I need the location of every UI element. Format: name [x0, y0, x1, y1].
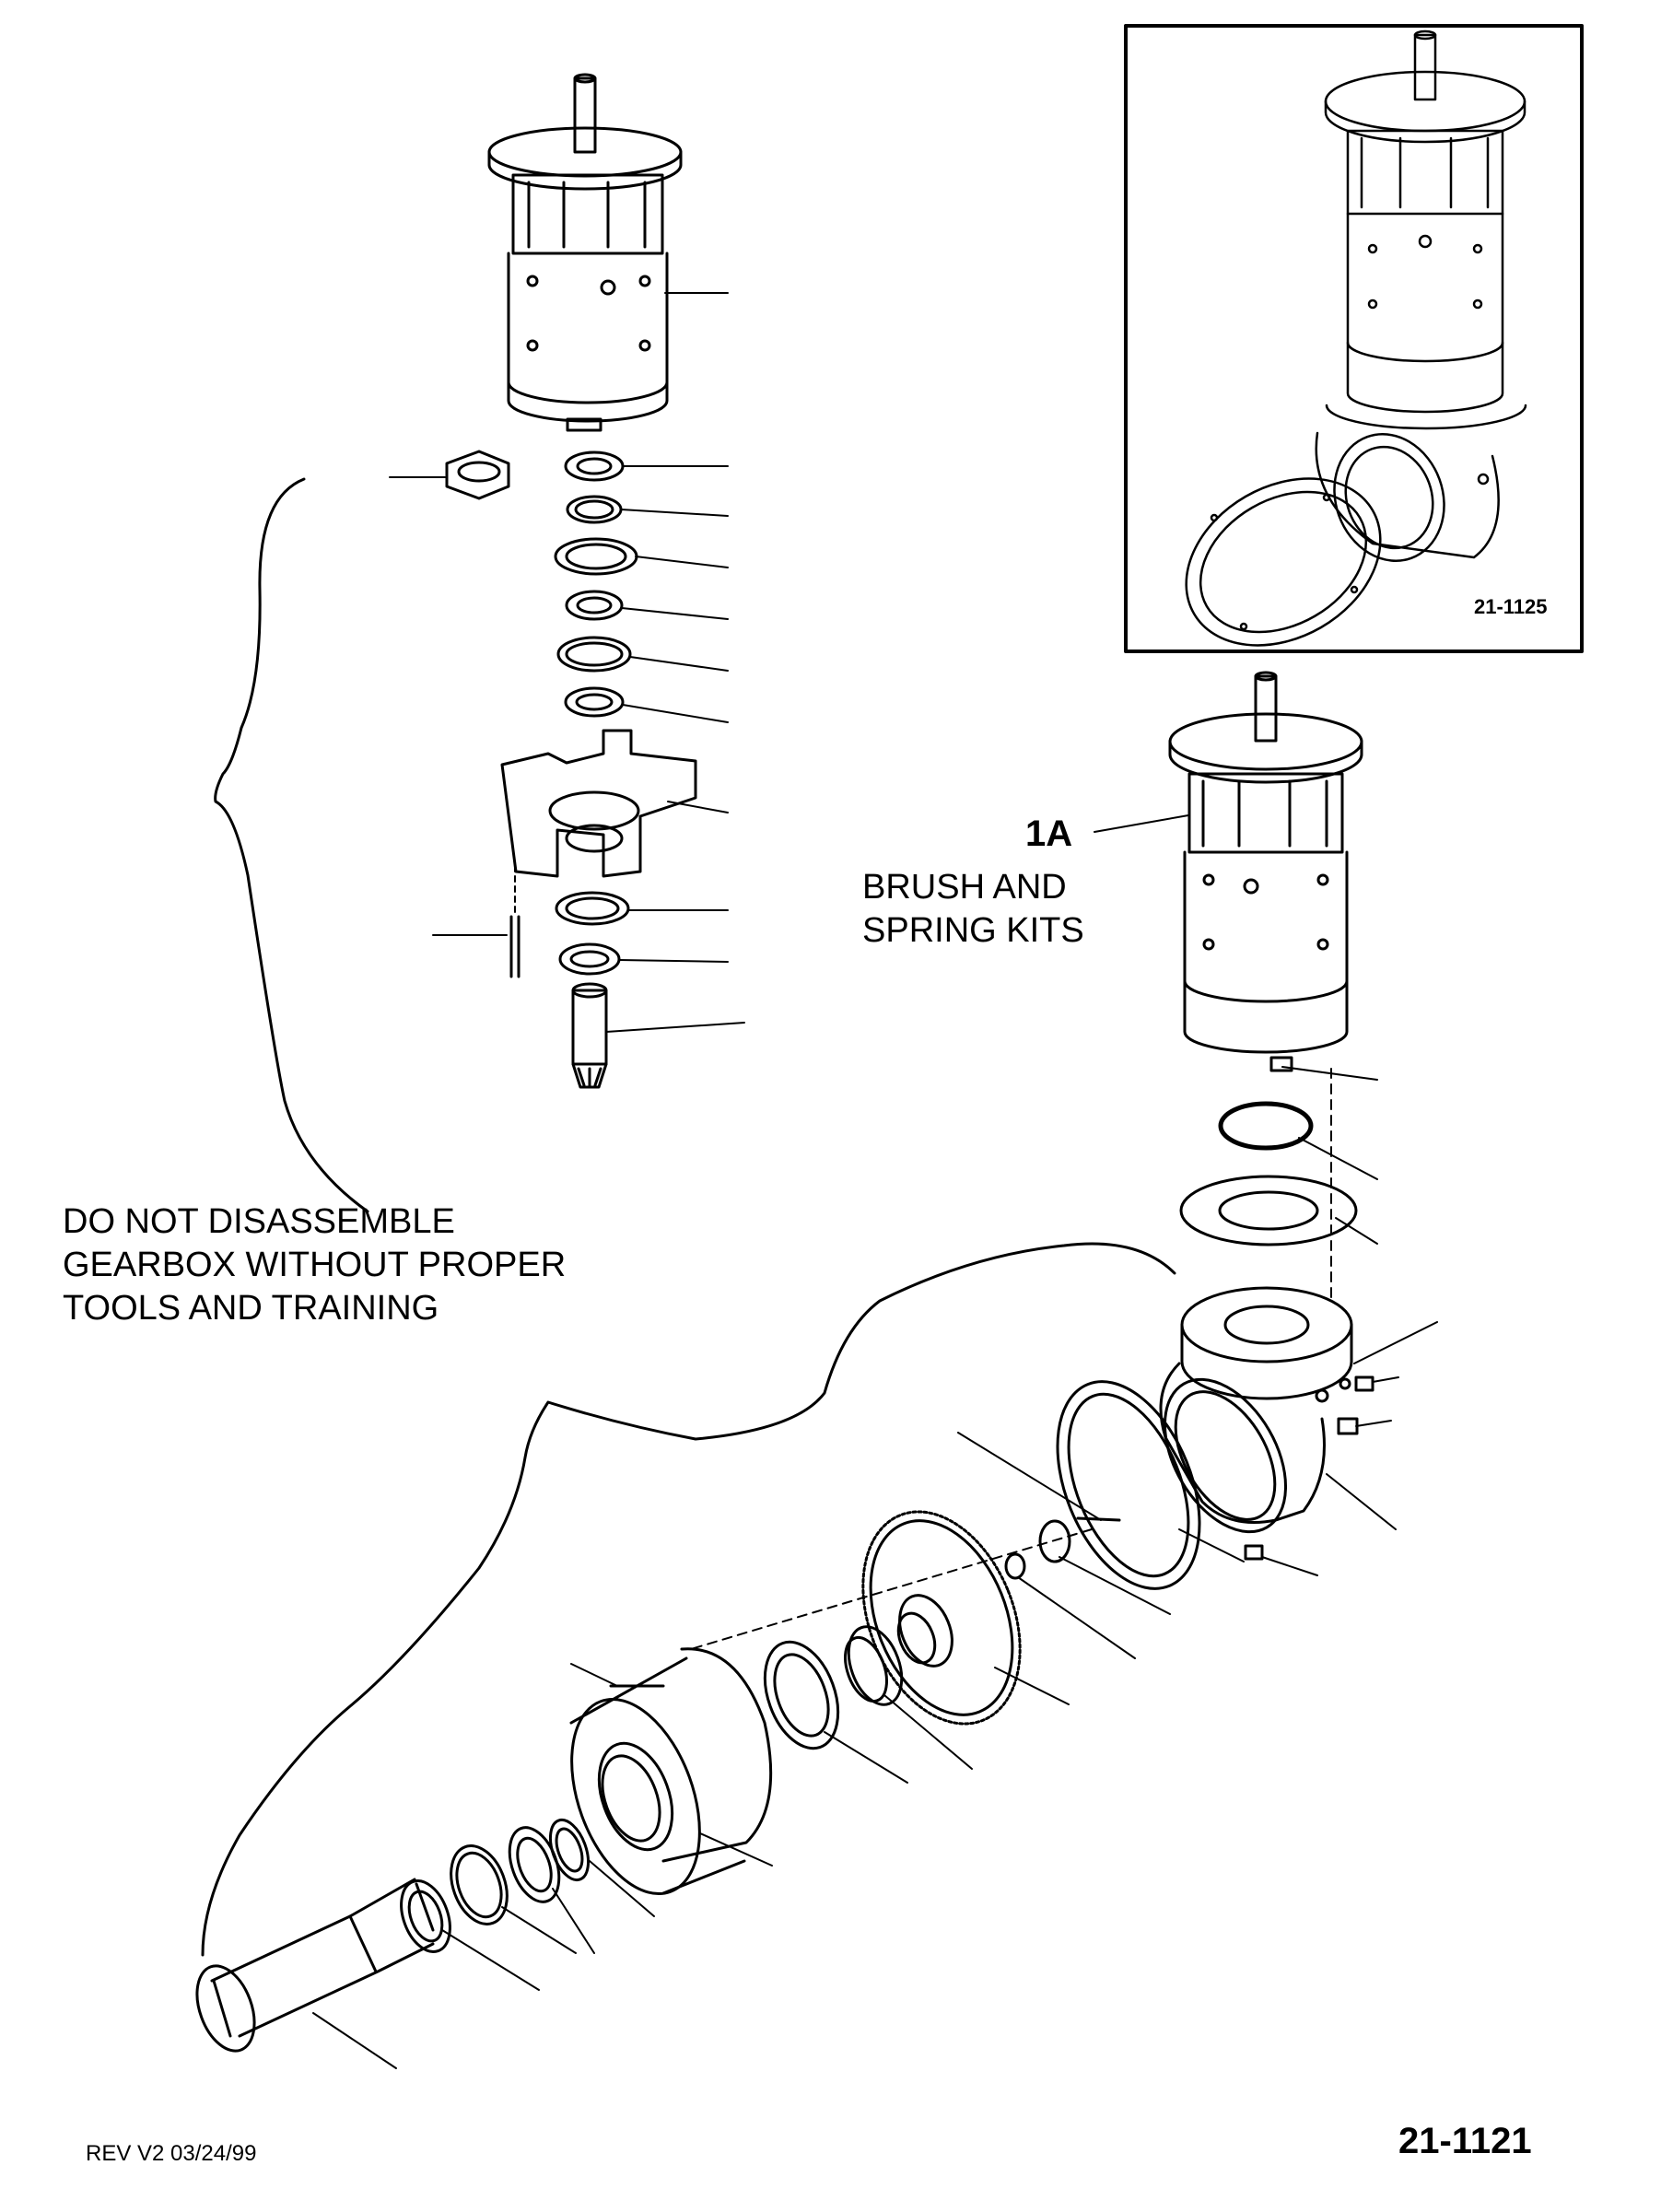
gasket-icon: [1185, 477, 1382, 647]
gasket-icon: [1179, 1175, 1358, 1246]
bearing-icon: [554, 451, 638, 976]
callout-description: BRUSH AND SPRING KITS: [862, 866, 1084, 953]
inset-panel: [1124, 24, 1584, 653]
motor-assembly-icon: [487, 73, 683, 432]
washer-icon: [1004, 1516, 1121, 1580]
callout-line-2: SPRING KITS: [862, 911, 1084, 950]
callout-item-number: 1A: [1025, 813, 1073, 854]
bearing-icon: [763, 1625, 904, 1750]
brace: [214, 477, 369, 1213]
motor-assembly-icon: [1168, 671, 1363, 1072]
warning-line-3: TOOLS AND TRAINING: [63, 1289, 439, 1328]
pinion-shaft-icon: [571, 982, 608, 1089]
bolt-icon: [509, 865, 521, 978]
flange-icon: [569, 1647, 773, 1896]
gasket-icon: [1056, 1380, 1201, 1590]
alignment-lines: [690, 1068, 1332, 1650]
warning-line-2: GEARBOX WITHOUT PROPER: [63, 1246, 567, 1284]
leader-lines-upper: [389, 292, 745, 1033]
revision-label: REV V2 03/24/99: [86, 2141, 257, 2166]
ring-gear-icon: [861, 1510, 1022, 1726]
warning-line-1: DO NOT DISASSEMBLE: [63, 1202, 455, 1241]
leader-lines-lower: [312, 814, 1438, 2069]
warning-note: DO NOT DISASSEMBLE GEARBOX WITHOUT PROPE…: [63, 1200, 566, 1330]
gearbox-housing-icon: [500, 729, 697, 878]
inset-figure-number: 21-1125: [1474, 595, 1548, 618]
o-ring-icon: [1218, 1101, 1314, 1151]
brace: [201, 1242, 1176, 1957]
callout-line-1: BRUSH AND: [862, 868, 1067, 907]
locknut-icon: [445, 450, 510, 500]
bearing-icon: [400, 1818, 591, 1953]
figure-number: 21-1121: [1398, 2121, 1532, 2161]
splined-shaft-icon: [195, 1878, 435, 2053]
plug-icon: [1244, 1375, 1374, 1561]
motor-assembly-icon: [1315, 29, 1527, 562]
gearbox-housing-icon: [1159, 1286, 1353, 1534]
